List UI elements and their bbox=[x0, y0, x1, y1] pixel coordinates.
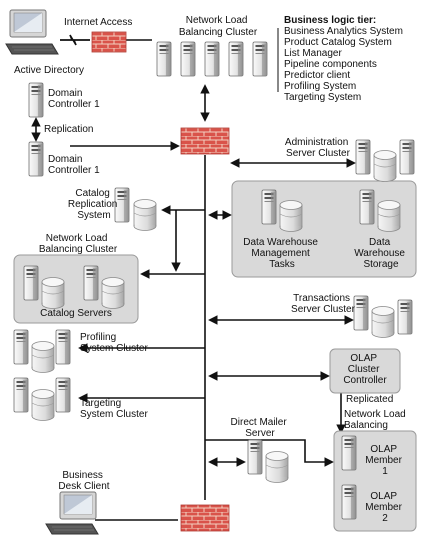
internet-access-computer-icon bbox=[5, 9, 59, 55]
firewall-bottom-icon bbox=[180, 504, 230, 532]
firewall-top-icon bbox=[91, 31, 127, 53]
nlb-top-servers-icon bbox=[156, 41, 268, 77]
direct-mailer-label: Direct Mailer Server bbox=[231, 417, 290, 439]
replication-label: Replication bbox=[44, 124, 93, 135]
dc2-label: Domain Controller 1 bbox=[48, 154, 100, 176]
transactions-label: Transactions Server Cluster bbox=[291, 293, 356, 315]
admin-cluster-label: Administration Server Cluster bbox=[285, 137, 351, 159]
profiling-label: Profiling System Cluster bbox=[80, 332, 148, 354]
business-desk-label: Business Desk Client bbox=[58, 470, 109, 492]
transactions-cluster-icon bbox=[353, 295, 413, 338]
dc1-label: Domain Controller 1 bbox=[48, 88, 100, 110]
firewall-middle-icon bbox=[180, 127, 230, 155]
dw-storage-label: Data Warehouse Storage bbox=[354, 237, 408, 270]
catalog-replication-label: Catalog Replication System bbox=[68, 188, 120, 221]
business-desk-computer-icon bbox=[45, 491, 99, 535]
olap-controller-label: OLAP Cluster Controller bbox=[343, 353, 387, 386]
olap-member-2-server-icon bbox=[341, 484, 357, 520]
olap-member-2-label: OLAP Member 2 bbox=[365, 491, 404, 524]
catalog-servers-label: Catalog Servers bbox=[40, 308, 112, 319]
domain-controller-1-server-icon bbox=[28, 82, 44, 118]
domain-controller-2-server-icon bbox=[28, 141, 44, 177]
business-logic-list: Business Analytics System Product Catalo… bbox=[284, 26, 406, 103]
olap-member-1-server-icon bbox=[341, 435, 357, 471]
nlb-catalog-label: Network Load Balancing Cluster bbox=[39, 233, 118, 255]
dw-tasks-label: Data Warehouse Management Tasks bbox=[243, 237, 320, 270]
olap-member-1-label: OLAP Member 1 bbox=[365, 444, 404, 477]
active-directory-label: Active Directory bbox=[14, 65, 84, 76]
catalog-replication-icon bbox=[114, 187, 157, 231]
replicated-label: Replicated bbox=[346, 394, 393, 405]
targeting-label: Targeting System Cluster bbox=[80, 398, 148, 420]
profiling-cluster-icon bbox=[13, 329, 71, 373]
business-logic-title: Business logic tier: bbox=[284, 15, 376, 26]
targeting-cluster-icon bbox=[13, 377, 71, 421]
olap-controller-panel bbox=[329, 348, 401, 394]
admin-cluster-icon bbox=[355, 139, 415, 182]
internet-access-label: Internet Access bbox=[64, 17, 132, 28]
nlb-olap-label: Network Load Balancing bbox=[344, 409, 408, 431]
nlb-top-label: Network Load Balancing Cluster bbox=[179, 15, 258, 38]
direct-mailer-icon bbox=[247, 439, 289, 483]
